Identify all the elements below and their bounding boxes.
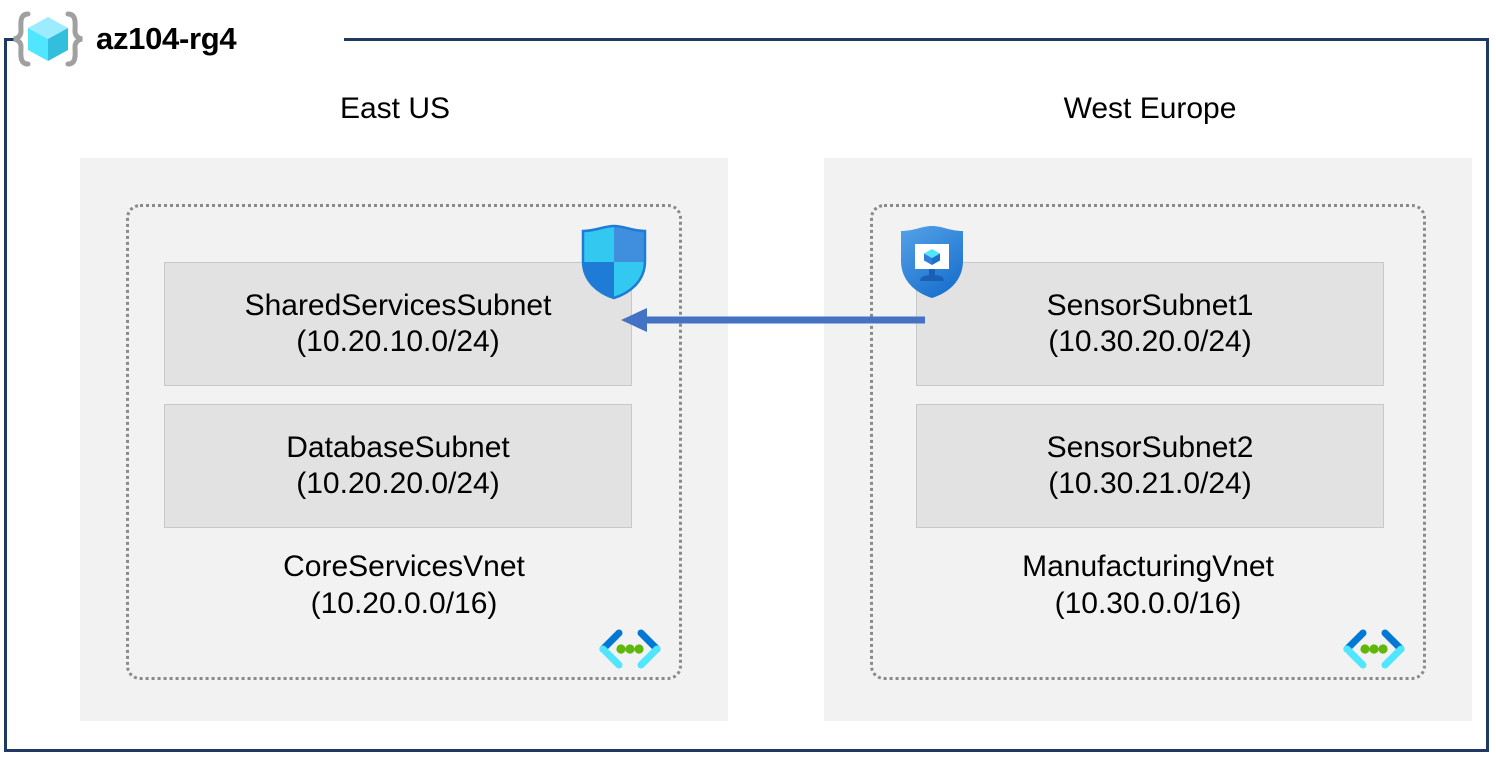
subnet-cidr: (10.20.20.0/24) bbox=[296, 467, 500, 500]
resource-group-title-notch bbox=[14, 28, 344, 50]
subnet-databasesubnet[interactable]: DatabaseSubnet (10.20.20.0/24) bbox=[164, 404, 632, 528]
resource-group-cube-icon bbox=[10, 11, 86, 67]
vnet-cidr: (10.20.0.0/16) bbox=[310, 586, 498, 620]
subnet-cidr: (10.20.10.0/24) bbox=[296, 325, 500, 358]
subnet-name: SensorSubnet2 bbox=[1046, 431, 1254, 464]
application-security-group-shield-icon bbox=[896, 223, 968, 301]
subnet-sensorsubnet1[interactable]: SensorSubnet1 (10.30.20.0/24) bbox=[916, 262, 1384, 386]
resource-group-label: az104-rg4 bbox=[96, 20, 237, 56]
virtual-network-icon bbox=[1343, 629, 1405, 669]
vnet-coreservicesvnet[interactable]: CoreServicesVnet (10.20.0.0/16) bbox=[126, 204, 682, 680]
vnet-peering-arrow bbox=[615, 298, 935, 342]
subnet-cidr: (10.30.21.0/24) bbox=[1048, 467, 1252, 500]
vnet-label-manufacturingvnet: ManufacturingVnet (10.30.0.0/16) bbox=[873, 549, 1423, 622]
subnet-cidr: (10.30.20.0/24) bbox=[1048, 325, 1252, 358]
subnet-name: DatabaseSubnet bbox=[286, 431, 510, 464]
subnet-name: SharedServicesSubnet bbox=[244, 289, 552, 322]
virtual-network-icon bbox=[599, 629, 661, 669]
subnet-sensorsubnet2[interactable]: SensorSubnet2 (10.30.21.0/24) bbox=[916, 404, 1384, 528]
subnet-sharedservicessubnet[interactable]: SharedServicesSubnet (10.20.10.0/24) bbox=[164, 262, 632, 386]
vnet-name: ManufacturingVnet bbox=[1022, 550, 1274, 583]
region-title-east-us: East US bbox=[339, 92, 451, 125]
subnet-name: SensorSubnet1 bbox=[1046, 289, 1254, 322]
resource-group-frame bbox=[4, 38, 1489, 752]
resource-group-header: az104-rg4 bbox=[10, 6, 237, 72]
vnet-cidr: (10.30.0.0/16) bbox=[1054, 586, 1242, 620]
vnet-label-coreservicesvnet: CoreServicesVnet (10.20.0.0/16) bbox=[129, 549, 679, 622]
vnet-name: CoreServicesVnet bbox=[283, 550, 525, 583]
region-title-west-europe: West Europe bbox=[1063, 92, 1237, 125]
network-security-group-shield-icon bbox=[578, 223, 650, 301]
vnet-manufacturingvnet[interactable]: ManufacturingVnet (10.30.0.0/16) bbox=[870, 204, 1426, 680]
